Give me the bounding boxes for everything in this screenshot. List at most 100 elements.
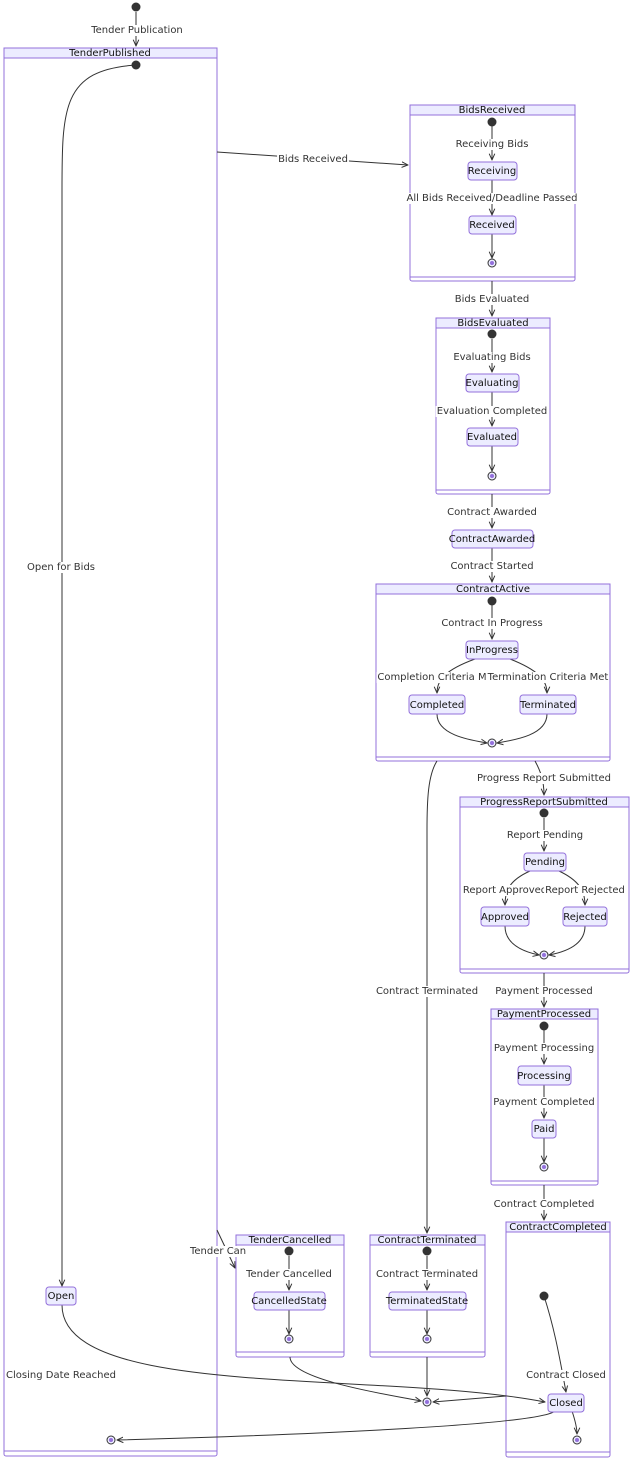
label-evaluating-bids: Evaluating Bids (453, 352, 530, 363)
end-marker-bids-received (487, 258, 497, 268)
end-marker-tender-published (106, 1435, 116, 1445)
state-receiving[interactable]: Receiving (467, 161, 518, 181)
cluster-title-contract-completed: ContractCompleted (509, 1222, 607, 1233)
label-payment-processed: Payment Processed (495, 986, 592, 997)
cluster-tender-published: TenderPublished (3, 47, 218, 1457)
edge-approved-end (504, 925, 539, 955)
label-all-bids-received: All Bids Received/Deadline Passed (406, 193, 577, 204)
transition-labels: Tender Publication Open for Bids Bids Re… (5, 25, 626, 1381)
state-label-received: Received (469, 220, 515, 231)
edge-completed-cluster-end (433, 1395, 507, 1402)
state-label-closed: Closed (549, 1398, 583, 1409)
start-marker-contract-active (487, 596, 497, 606)
state-evaluated[interactable]: Evaluated (466, 427, 519, 447)
label-report-rejected: Report Rejected (545, 885, 625, 896)
state-label-approved: Approved (481, 912, 529, 923)
start-marker-payment-processed (539, 1021, 549, 1031)
start-marker-root (131, 2, 141, 12)
label-contract-terminated-inner: Contract Terminated (376, 1269, 478, 1280)
edge-cancelled-cluster-end (289, 1356, 421, 1401)
label-payment-completed: Payment Completed (493, 1097, 595, 1108)
end-marker-bids-evaluated (487, 471, 497, 481)
state-label-paid: Paid (534, 1124, 555, 1135)
state-label-terminated: Terminated (519, 700, 576, 711)
state-in-progress[interactable]: InProgress (465, 640, 519, 660)
state-paid[interactable]: Paid (531, 1119, 557, 1139)
label-bids-received: Bids Received (278, 154, 348, 165)
end-marker-contract-terminated (422, 1334, 432, 1344)
start-marker-progress-report (539, 808, 549, 818)
cluster-title-contract-active: ContractActive (456, 584, 530, 595)
label-tender-cancelled: Tender Cancelled (245, 1269, 332, 1280)
label-contract-completed: Contract Completed (494, 1199, 595, 1210)
edge-rejected-end (549, 925, 586, 955)
edge-contract-terminated (427, 760, 438, 1233)
cluster-title-contract-terminated: ContractTerminated (378, 1235, 477, 1246)
edges (62, 12, 585, 1440)
label-contract-terminated: Contract Terminated (376, 986, 478, 997)
label-evaluation-completed: Evaluation Completed (437, 406, 547, 417)
state-label-cancelled-state: CancelledState (251, 1296, 327, 1307)
state-closed[interactable]: Closed (547, 1393, 585, 1413)
label-tender-publication: Tender Publication (90, 25, 183, 36)
state-terminated[interactable]: Terminated (519, 694, 577, 715)
state-contract-awarded[interactable]: ContractAwarded (449, 529, 536, 549)
end-marker-progress-report (539, 950, 549, 960)
label-payment-processing: Payment Processing (494, 1043, 594, 1054)
state-processing[interactable]: Processing (517, 1065, 572, 1086)
end-marker-tender-cancelled (284, 1334, 294, 1344)
state-label-pending: Pending (525, 857, 565, 868)
state-label-open: Open (48, 1291, 75, 1302)
label-progress-report-submitted: Progress Report Submitted (477, 773, 611, 784)
state-evaluating[interactable]: Evaluating (465, 373, 520, 393)
cluster-title-progress-report-submitted: ProgressReportSubmitted (480, 797, 608, 808)
label-tender-cancelled-partial: Tender Can (189, 1246, 246, 1257)
edge-open-for-bids (62, 64, 137, 1286)
start-marker-contract-terminated (422, 1246, 432, 1256)
state-label-contract-awarded: ContractAwarded (449, 534, 536, 545)
state-label-evaluating: Evaluating (466, 378, 519, 389)
end-marker-contract-active (487, 738, 497, 748)
start-markers (131, 2, 549, 1301)
cluster-title-tender-published: TenderPublished (68, 48, 151, 59)
label-contract-started: Contract Started (450, 561, 533, 572)
state-label-evaluated: Evaluated (467, 432, 517, 443)
label-contract-closed: Contract Closed (526, 1370, 606, 1381)
label-completion-criteria-met: Completion Criteria Met (377, 672, 496, 683)
label-open-for-bids: Open for Bids (27, 562, 95, 573)
start-marker-bids-evaluated (487, 329, 497, 339)
state-terminated-state[interactable]: TerminatedState (385, 1291, 468, 1311)
end-markers (106, 258, 582, 1445)
cluster-contract-completed: ContractCompleted (505, 1221, 611, 1458)
state-label-in-progress: InProgress (466, 645, 518, 656)
edge-closed-end (571, 1410, 577, 1434)
end-marker-contract-completed (572, 1435, 582, 1445)
start-marker-tender-published (131, 60, 141, 70)
state-open[interactable]: Open (45, 1286, 77, 1306)
edge-closed-final (117, 1410, 556, 1440)
cluster-title-tender-cancelled: TenderCancelled (248, 1235, 332, 1246)
start-marker-contract-completed (539, 1291, 549, 1301)
cluster-title-payment-processed: PaymentProcessed (497, 1009, 591, 1020)
edge-contract-closed (543, 1295, 566, 1392)
edge-closing-date (61, 1304, 545, 1402)
state-rejected[interactable]: Rejected (562, 906, 608, 927)
state-cancelled-state[interactable]: CancelledState (251, 1291, 327, 1311)
state-completed[interactable]: Completed (408, 694, 466, 715)
edge-completed-end (436, 713, 487, 743)
label-contract-in-progress: Contract In Progress (441, 618, 542, 629)
cluster-title-bids-received: BidsReceived (459, 105, 526, 116)
label-closing-date-reached: Closing Date Reached (6, 1370, 116, 1381)
state-label-terminated-state: TerminatedState (385, 1296, 468, 1307)
label-receiving-bids: Receiving Bids (456, 139, 529, 150)
label-contract-awarded: Contract Awarded (447, 507, 537, 518)
start-marker-tender-cancelled (284, 1246, 294, 1256)
state-approved[interactable]: Approved (480, 906, 530, 927)
label-report-approved: Report Approved (463, 885, 547, 896)
end-marker-root (422, 1397, 432, 1407)
state-received[interactable]: Received (468, 215, 517, 235)
state-label-completed: Completed (410, 700, 465, 711)
state-pending[interactable]: Pending (523, 852, 567, 872)
end-marker-payment-processed (539, 1162, 549, 1172)
